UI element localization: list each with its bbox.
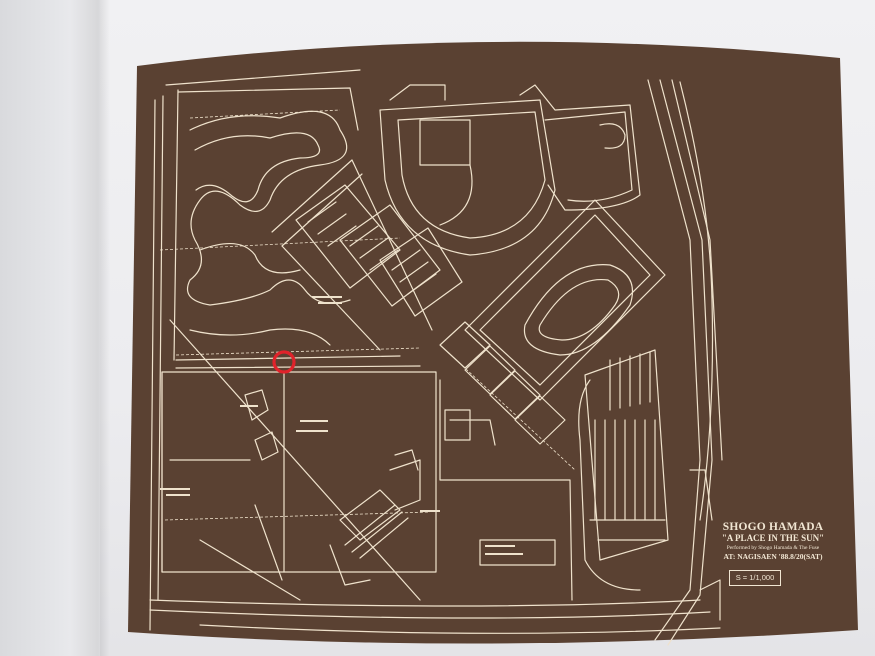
caption-performed: Performed by Shogo Hamada & The Fuse (726, 544, 820, 551)
book-gutter (70, 0, 110, 656)
book-left-page (0, 0, 112, 656)
scale-label: S = 1/1,000 (729, 570, 781, 586)
caption-title: SHOGO HAMADA (722, 521, 824, 533)
caption-subtitle: "A PLACE IN THE SUN" (721, 533, 825, 544)
caption-venue: AT: NAGISAEN '88.8/20(SAT) (723, 552, 823, 562)
plan-caption: SHOGO HAMADA "A PLACE IN THE SUN" Perfor… (712, 521, 834, 561)
